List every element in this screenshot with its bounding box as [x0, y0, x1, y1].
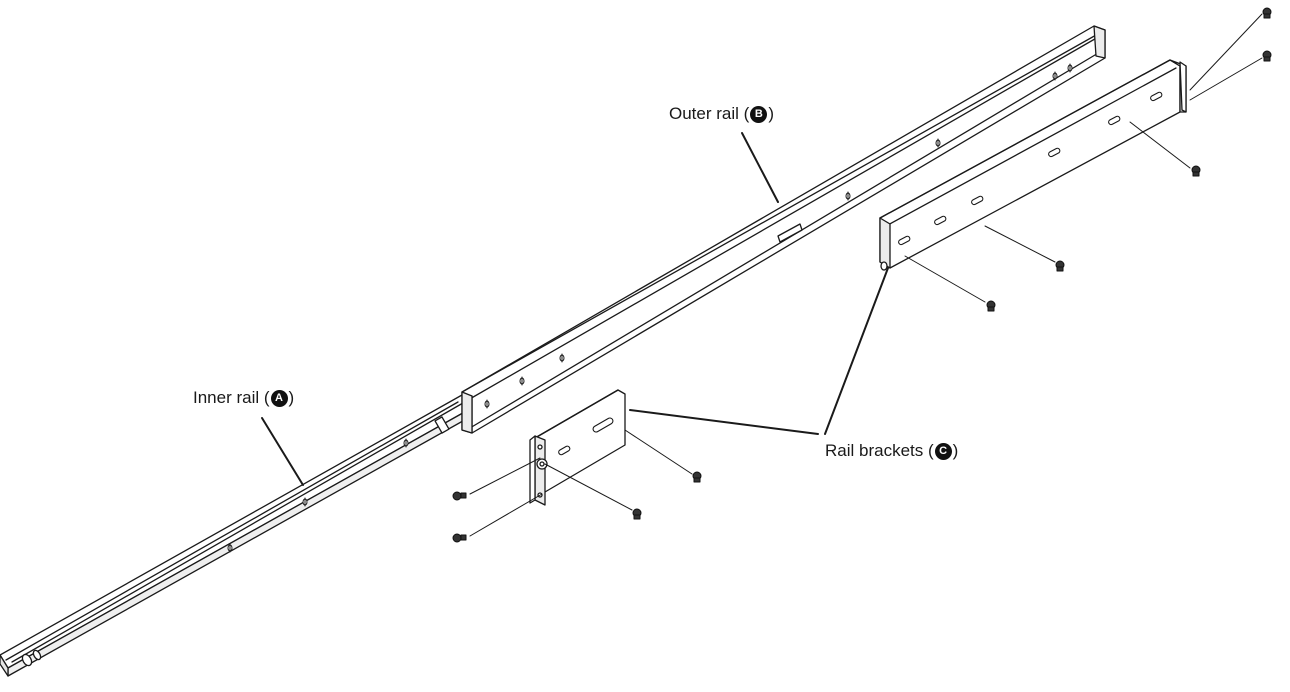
badge-c-icon: C	[934, 442, 952, 460]
outer-rail	[461, 25, 1106, 434]
rail-bracket-rear	[879, 59, 1187, 271]
badge-b-icon: B	[750, 105, 768, 123]
leader-inner-rail	[261, 417, 304, 486]
screws	[452, 7, 1272, 543]
leader-outer-rail	[741, 132, 779, 203]
leader-bracket-front	[629, 409, 819, 435]
leader-bracket-rear	[824, 267, 889, 435]
inner-rail	[0, 394, 471, 677]
callout-rail-brackets: Rail brackets (C)	[825, 441, 959, 460]
badge-a-icon: A	[270, 389, 288, 407]
rail-bracket-front	[529, 389, 626, 506]
callout-leaders	[261, 132, 889, 486]
callout-inner-rail-label: Inner rail	[193, 388, 260, 407]
callout-rail-brackets-label: Rail brackets	[825, 441, 924, 460]
callout-outer-rail-label: Outer rail	[669, 104, 739, 123]
callout-inner-rail: Inner rail (A)	[193, 388, 295, 407]
callout-outer-rail: Outer rail (B)	[669, 104, 774, 123]
